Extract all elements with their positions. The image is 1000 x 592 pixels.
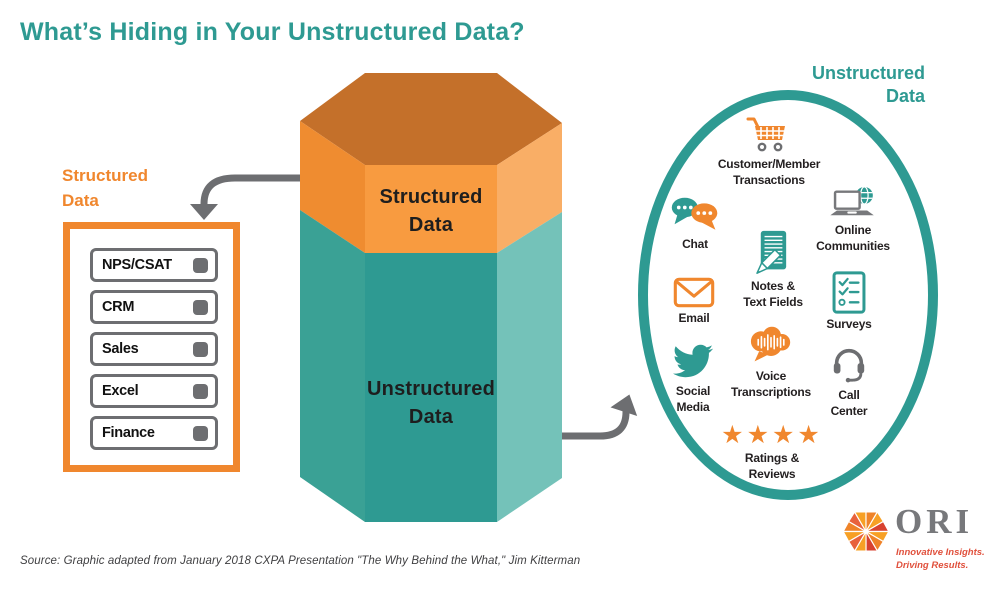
oval-item-notes: Notes & Text Fields bbox=[734, 229, 812, 311]
oval-item-label: Notes & Text Fields bbox=[743, 279, 803, 309]
prism-left-face-orange bbox=[300, 121, 365, 253]
notepad-pencil-icon bbox=[756, 230, 787, 274]
ori-tagline: Innovative Insights. Driving Results. bbox=[896, 547, 985, 573]
ori-tagline-line2: Driving Results. bbox=[896, 559, 969, 571]
prism-right-face-orange bbox=[497, 123, 562, 253]
oval-item-surveys: Surveys bbox=[810, 271, 888, 333]
server-label: Finance bbox=[102, 425, 155, 441]
oval-item-chat: Chat bbox=[657, 194, 733, 253]
server-label: CRM bbox=[102, 299, 135, 315]
server-row: Finance bbox=[85, 416, 223, 450]
prism-top-face bbox=[300, 73, 562, 165]
page-title: What’s Hiding in Your Unstructured Data? bbox=[20, 18, 525, 46]
server-label: Sales bbox=[102, 341, 139, 357]
ori-hexagon-mosaic-icon bbox=[843, 511, 889, 552]
structured-data-box: NPS/CSAT CRM Sales Excel Finance bbox=[63, 222, 240, 472]
hexagonal-prism bbox=[300, 73, 562, 522]
structured-data-caption: Structured Data bbox=[62, 166, 148, 210]
unstructured-data-oval bbox=[638, 90, 938, 500]
laptop-globe-icon bbox=[830, 186, 874, 216]
checklist-icon bbox=[832, 271, 866, 314]
arrow-prism-to-structured bbox=[190, 174, 313, 220]
unstructured-data-heading: Unstructured Data bbox=[811, 63, 925, 107]
prism-right-face-teal bbox=[497, 212, 562, 522]
oval-item-label: Chat bbox=[682, 237, 708, 251]
oval-item-label: Social Media bbox=[675, 384, 711, 414]
envelope-icon bbox=[673, 277, 715, 308]
arrowhead-up-icon bbox=[610, 394, 638, 416]
oval-item-transactions: Customer/Member Transactions bbox=[704, 114, 834, 189]
ori-tagline-line1: Innovative Insights. bbox=[896, 547, 985, 558]
headset-icon bbox=[833, 348, 865, 383]
chat-bubbles-icon bbox=[671, 197, 718, 230]
server-led-icon bbox=[193, 383, 208, 399]
prism-front-face-teal bbox=[365, 253, 497, 522]
server-row: Excel bbox=[85, 374, 223, 408]
source-attribution: Source: Graphic adapted from January 201… bbox=[20, 555, 581, 567]
server-label: Excel bbox=[102, 383, 139, 399]
server-row: CRM bbox=[85, 290, 223, 324]
oval-item-label: Voice Transcriptions bbox=[731, 369, 811, 399]
server-row: Sales bbox=[85, 332, 223, 366]
oval-item-label: Call Center bbox=[830, 388, 868, 418]
arrowhead-down-icon bbox=[190, 204, 218, 220]
prism-left-face-teal bbox=[300, 210, 365, 522]
oval-item-call-center: Call Center bbox=[810, 343, 888, 420]
oval-item-label: Online Communities bbox=[816, 223, 890, 253]
server-led-icon bbox=[193, 257, 208, 273]
twitter-bird-icon bbox=[673, 344, 714, 378]
server-led-icon bbox=[193, 299, 208, 315]
shopping-cart-icon bbox=[746, 117, 785, 152]
server-led-icon bbox=[193, 341, 208, 357]
voice-waveform-bubble-icon bbox=[750, 326, 791, 362]
oval-item-social-media: Social Media bbox=[654, 341, 732, 416]
oval-item-label: Ratings & Reviews bbox=[744, 451, 800, 481]
oval-item-email: Email bbox=[655, 277, 733, 327]
oval-item-label: Email bbox=[678, 311, 710, 325]
oval-item-label: Customer/Member Transactions bbox=[717, 157, 821, 187]
server-row: NPS/CSAT bbox=[85, 248, 223, 282]
server-led-icon bbox=[193, 425, 208, 441]
oval-item-ratings: ★★★★ Ratings & Reviews bbox=[710, 423, 834, 483]
prism-structured-label: Structured Data bbox=[379, 186, 483, 236]
ori-wordmark: ORI bbox=[895, 502, 974, 541]
rating-stars-icon: ★★★★ bbox=[721, 421, 823, 449]
oval-item-voice: Voice Transcriptions bbox=[722, 324, 820, 401]
ori-logo: ORI Innovative Insights. Driving Results… bbox=[843, 498, 993, 578]
prism-front-face-orange bbox=[365, 165, 497, 253]
oval-item-label: Surveys bbox=[826, 317, 872, 331]
arrow-prism-to-unstructured bbox=[557, 394, 638, 440]
oval-item-online-communities: Online Communities bbox=[805, 186, 901, 255]
server-label: NPS/CSAT bbox=[102, 257, 172, 273]
prism-unstructured-label: Unstructured Data bbox=[367, 378, 495, 428]
